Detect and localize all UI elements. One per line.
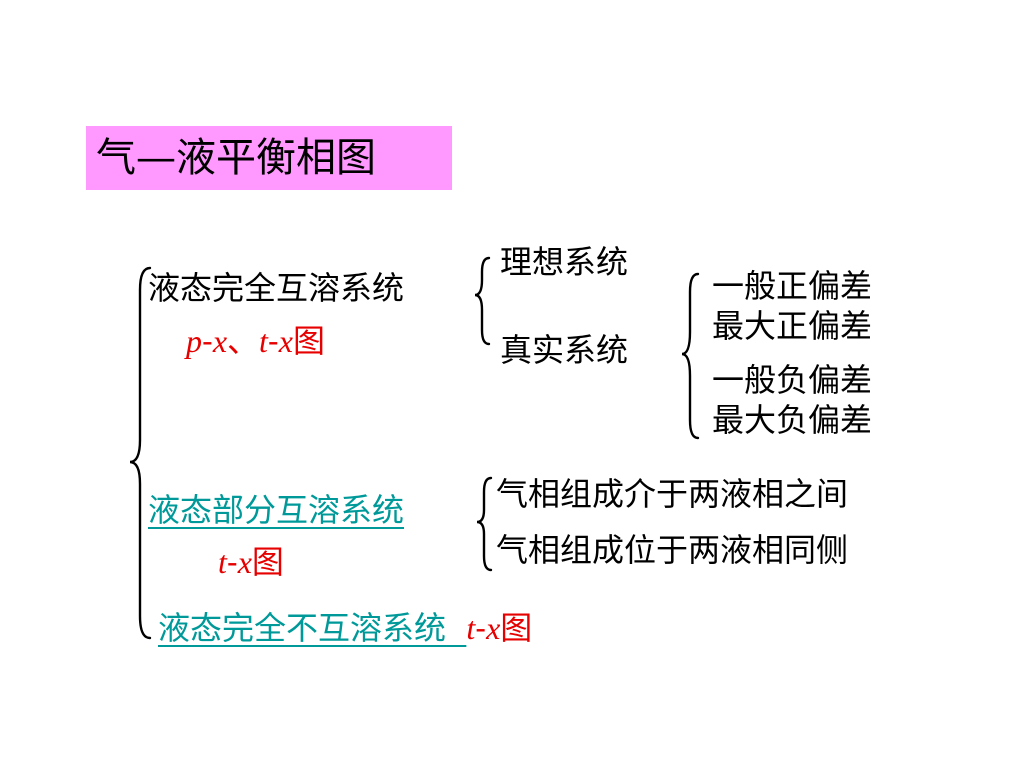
immiscible-row: 液态完全不互溶系统 t-x图 <box>158 612 532 644</box>
dash: - <box>475 609 487 647</box>
immiscible-diagram: t-x图 <box>466 609 532 647</box>
complete-miscible-label: 液态完全互溶系统 <box>148 269 405 307</box>
deviation-item: 一般正偏差 <box>712 267 873 305</box>
partial-miscible-diagram: t-x图 <box>218 546 284 578</box>
t-var: t <box>466 610 476 646</box>
x-var-1: x <box>212 323 228 359</box>
partial-case: 气相组成位于两液相同侧 <box>496 531 849 569</box>
diagram-suffix: 图 <box>251 543 284 581</box>
real-system: 真实系统 <box>500 331 629 369</box>
page-title: 气—液平衡相图 <box>96 135 376 181</box>
partial-case: 气相组成介于两液相之间 <box>496 475 849 513</box>
x-var-2: x <box>278 323 293 359</box>
ideal-real-brace <box>474 256 491 346</box>
x-var: x <box>486 610 501 646</box>
dash-2: - <box>267 322 279 360</box>
t-var: t <box>259 323 268 359</box>
separator: 、 <box>227 322 260 360</box>
deviation-brace <box>681 272 700 440</box>
ideal-system: 理想系统 <box>500 243 629 281</box>
dash-1: - <box>202 322 213 360</box>
dash: - <box>226 543 238 581</box>
title-box <box>86 126 452 190</box>
partial-miscible-link[interactable]: 液态部分互溶系统 <box>148 491 405 529</box>
t-var: t <box>218 544 227 580</box>
x-var: x <box>237 544 252 580</box>
complete-miscible-diagram: p-x、t-x图 <box>186 325 325 357</box>
underline-gap <box>446 609 466 647</box>
main-brace <box>129 266 152 640</box>
partial-brace <box>476 476 493 572</box>
diagram-suffix: 图 <box>500 609 533 647</box>
immiscible-link[interactable]: 液态完全不互溶系统 <box>158 609 447 647</box>
deviation-item: 一般负偏差 <box>712 361 873 399</box>
deviation-item: 最大正偏差 <box>712 307 873 345</box>
deviation-item: 最大负偏差 <box>712 401 873 439</box>
diagram-suffix: 图 <box>292 322 325 360</box>
p-var: p <box>186 323 202 359</box>
